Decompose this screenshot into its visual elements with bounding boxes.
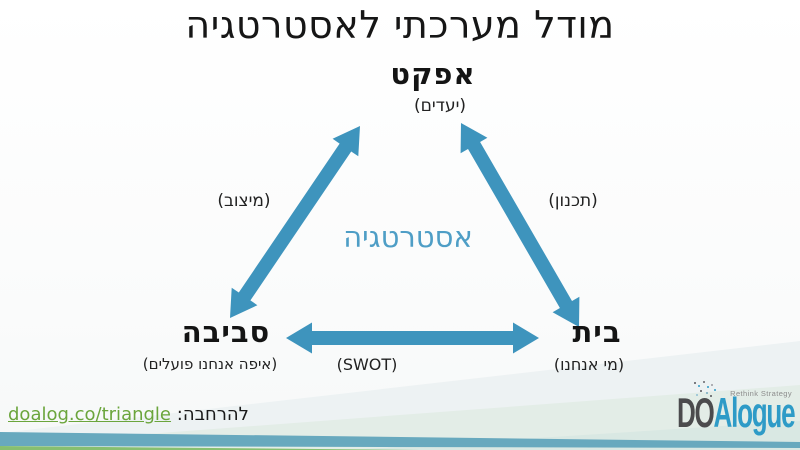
footer-reference-line: להרחבה: doalog.co/triangle — [8, 404, 253, 425]
footer-more-label: להרחבה: — [176, 404, 249, 425]
vertex-bottom-right-sublabel: (מי אנחנו) — [553, 355, 625, 374]
logo-wordmark-alogue: Alogue — [713, 389, 795, 436]
arrow-edge-right — [460, 123, 580, 327]
edge-bottom-label: (SWOT) — [336, 355, 398, 374]
vertex-bottom-left-label: סביבה — [181, 315, 271, 349]
logo-tagline: Rethink Strategy — [730, 389, 792, 398]
slide-title: מודל מערכתי לאסטרטגיה — [185, 3, 615, 47]
strategy-center-label: אסטרטגיה — [343, 220, 473, 254]
vertex-bottom-left-sublabel: (איפה אנחנו פועלים) — [142, 355, 278, 373]
logo-particle-dissolve-icon — [694, 382, 696, 384]
edge-right-label: (תכנון) — [548, 191, 598, 211]
doalogue-logo: Rethink Strategy DOAlogue — [654, 382, 796, 436]
arrow-edge-bottom — [286, 322, 539, 354]
vertex-top-sublabel: (יעדים) — [413, 96, 467, 116]
footer-link[interactable]: doalog.co/triangle — [8, 404, 172, 425]
vertex-bottom-right-label: בית — [572, 315, 622, 349]
arrow-edge-left — [230, 126, 360, 318]
vertex-top-label: אפקט — [390, 57, 476, 91]
logo-wordmark: DOAlogue — [676, 389, 796, 436]
edge-left-label: (מיצוב) — [217, 191, 271, 211]
logo-wordmark-do: DO — [676, 389, 715, 436]
